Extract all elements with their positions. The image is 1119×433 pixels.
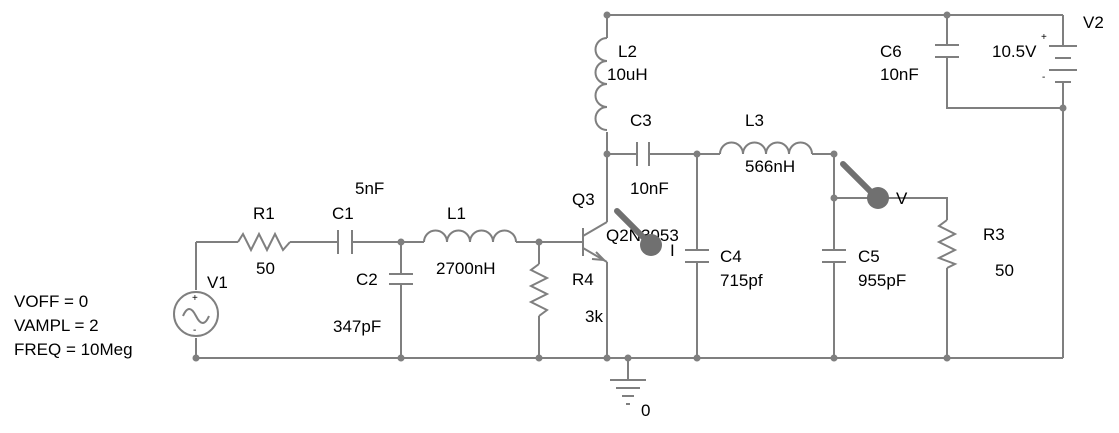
q3-label: Q3 — [572, 190, 595, 209]
l1-inductor[interactable] — [423, 229, 517, 243]
c3-capacitor[interactable] — [636, 142, 650, 166]
c1-label: C1 — [332, 204, 354, 223]
v1-vampl: VAMPL = 2 — [14, 316, 99, 335]
c4-value: 715pf — [720, 271, 763, 290]
r3-label: R3 — [983, 225, 1005, 244]
c3-value: 10nF — [630, 179, 669, 198]
v2-plus: + — [1041, 32, 1047, 43]
r4-label: R4 — [572, 270, 594, 289]
voltage-probe-label: V — [896, 189, 908, 208]
r4-value: 3k — [585, 307, 603, 326]
c5-capacitor[interactable] — [822, 249, 846, 263]
r1-value: 50 — [256, 259, 275, 278]
c3-label: C3 — [630, 111, 652, 130]
r3-resistor[interactable] — [936, 219, 958, 269]
voltage-probe[interactable] — [840, 161, 889, 209]
c4-capacitor[interactable] — [685, 249, 709, 263]
v2-battery[interactable] — [1049, 45, 1077, 83]
v1-label: V1 — [207, 273, 228, 292]
l3-inductor[interactable] — [719, 141, 813, 155]
q3-transistor[interactable] — [582, 221, 608, 263]
r4-resistor[interactable] — [528, 263, 550, 317]
ground-label: 0 — [641, 401, 650, 420]
c2-value: 347pF — [333, 317, 381, 336]
r1-resistor[interactable] — [237, 231, 291, 253]
wire-top-rail — [606, 14, 1063, 38]
r3-value: 50 — [995, 261, 1014, 280]
r1-label: R1 — [253, 204, 275, 223]
c2-label: C2 — [356, 270, 378, 289]
c5-value: 955pF — [858, 271, 906, 290]
c6-label: C6 — [880, 42, 902, 61]
v1-voff: VOFF = 0 — [14, 292, 88, 311]
svg-text:-: - — [193, 325, 196, 336]
l2-label: L2 — [618, 42, 637, 61]
current-probe-label: I — [670, 241, 675, 260]
c6-capacitor[interactable] — [935, 44, 959, 58]
c5-label: C5 — [858, 247, 880, 266]
v1-source[interactable]: + - — [173, 291, 219, 337]
l1-label: L1 — [447, 204, 466, 223]
l3-label: L3 — [745, 111, 764, 130]
current-probe[interactable] — [614, 208, 662, 256]
v2-label: V2 — [1083, 13, 1104, 32]
v2-minus: - — [1042, 72, 1045, 83]
c6-value: 10nF — [880, 65, 919, 84]
l2-value: 10uH — [607, 65, 648, 84]
c4-label: C4 — [720, 247, 742, 266]
junction-dots — [192, 11, 1067, 362]
l2-inductor[interactable] — [594, 37, 608, 131]
c1-value: 5nF — [355, 179, 384, 198]
c1-capacitor[interactable] — [337, 230, 353, 254]
ground-symbol — [610, 358, 646, 405]
wire-c5 — [812, 153, 835, 358]
l3-value: 566nH — [745, 157, 795, 176]
v1-freq: FREQ = 10Meg — [14, 340, 133, 359]
svg-text:+: + — [192, 293, 198, 304]
v2-value: 10.5V — [992, 42, 1037, 61]
c2-capacitor[interactable] — [389, 273, 413, 285]
l1-value: 2700nH — [436, 259, 496, 278]
wire-c6 — [946, 15, 1063, 109]
